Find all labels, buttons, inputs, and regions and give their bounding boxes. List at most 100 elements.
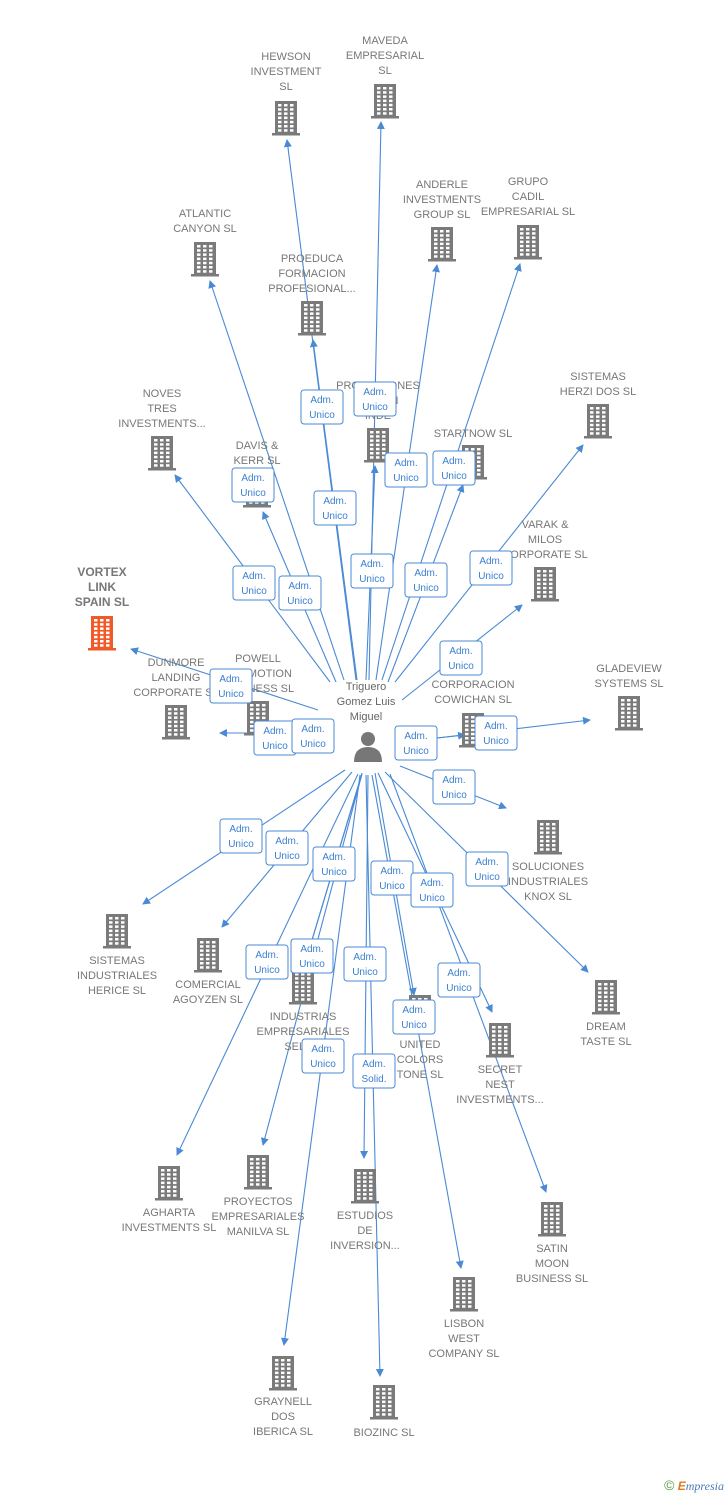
role-badge[interactable]: Adm.Unico — [343, 946, 387, 982]
role-badge-text: Unico — [483, 736, 509, 747]
role-badge-text: Unico — [240, 488, 266, 499]
role-badge[interactable]: Adm.Unico — [353, 381, 397, 417]
company-label-line: POWELL — [235, 653, 281, 665]
company-label-line: AGOYZEN SL — [173, 994, 243, 1006]
role-badge[interactable]: Adm.Unico — [278, 575, 322, 611]
company-label-line: TONE SL — [397, 1069, 444, 1081]
role-badge-text: Adm. — [447, 968, 470, 979]
person-name-line: Gomez Luis — [337, 696, 396, 708]
role-badge[interactable]: Adm.Unico — [290, 938, 334, 974]
role-badge[interactable]: Adm.Unico — [232, 565, 276, 601]
role-badge[interactable]: Adm.Unico — [394, 725, 438, 761]
company-label-line: ESTUDIOS — [337, 1210, 393, 1222]
building-icon — [534, 820, 562, 855]
role-badge[interactable]: Adm.Unico — [392, 999, 436, 1035]
role-badge[interactable]: Adm.Unico — [384, 452, 428, 488]
role-badge[interactable]: Adm.Solid. — [352, 1053, 396, 1089]
company-label-line: SECRET — [478, 1064, 523, 1076]
building-icon — [514, 225, 542, 260]
role-badge-text: Adm. — [229, 824, 252, 835]
company-label-line: GRAYNELL — [254, 1396, 312, 1408]
building-icon — [269, 1356, 297, 1391]
company-label-line: FORMACION — [278, 268, 345, 280]
role-badge[interactable]: Adm.Unico — [465, 851, 509, 887]
company-label-line: HEWSON — [261, 51, 311, 63]
company-label-line: WEST — [448, 1333, 480, 1345]
company-label-line: DAVIS & — [236, 440, 279, 452]
company-label-line: HERICE SL — [88, 985, 146, 997]
role-badge[interactable]: Adm.Unico — [432, 450, 476, 486]
role-badge[interactable]: Adm.Unico — [439, 640, 483, 676]
role-badge[interactable]: Adm.Unico — [265, 830, 309, 866]
role-badge[interactable]: Adm.Unico — [300, 389, 344, 425]
role-badge[interactable]: Adm.Unico — [474, 715, 518, 751]
role-badge[interactable]: Adm.Unico — [370, 860, 414, 896]
company-label-line: CORPORATE SL — [502, 549, 587, 561]
building-icon — [88, 616, 116, 651]
role-badge[interactable]: Adm.Unico — [410, 872, 454, 908]
role-badge-text: Adm. — [404, 731, 427, 742]
role-badge-text: Unico — [478, 571, 504, 582]
role-badge[interactable]: Adm.Unico — [301, 1038, 345, 1074]
company-node-biozinc[interactable]: BIOZINC SL — [353, 1385, 415, 1439]
role-badge[interactable]: Adm.Unico — [312, 846, 356, 882]
role-badge[interactable]: Adm. Unico — [437, 962, 481, 998]
role-badge[interactable]: Adm.Unico — [231, 467, 275, 503]
role-badge-text: Unico — [254, 965, 280, 976]
edge-labels-layer: Adm.UnicoAdm.UnicoAdm.UnicoAdm.UnicoAdm.… — [209, 381, 518, 1089]
role-badge[interactable]: Adm.Unico — [432, 769, 476, 805]
company-node-seldo[interactable]: INDUSTRIASEMPRESARIALESSELDO — [257, 970, 350, 1053]
role-badge[interactable]: Adm.Unico — [245, 944, 289, 980]
role-badge[interactable]: Adm.Unico — [469, 550, 513, 586]
role-badge-text: Unico — [300, 739, 326, 750]
company-label-line: STARTNOW SL — [434, 428, 512, 440]
role-badge[interactable]: Adm.Unico — [404, 562, 448, 598]
company-label: STARTNOW SL — [434, 428, 512, 440]
company-label-line: INVESTMENT — [251, 66, 322, 78]
role-badge[interactable]: Adm.Unico — [313, 490, 357, 526]
building-icon — [538, 1202, 566, 1237]
company-label-line: EMPRESARIALES — [257, 1026, 350, 1038]
role-badge[interactable]: Adm.Unico — [291, 718, 335, 754]
role-badge[interactable]: Adm.Unico — [253, 720, 297, 756]
role-badge[interactable]: Adm.Unico — [219, 818, 263, 854]
role-badge-text: Unico — [446, 983, 472, 994]
role-badge[interactable]: Adm.Unico — [209, 668, 253, 704]
role-badge-text: Unico — [218, 689, 244, 700]
person-name-line: Miguel — [350, 711, 382, 723]
company-label-line: DOS — [271, 1411, 295, 1423]
role-badge[interactable]: Adm.Unico — [350, 553, 394, 589]
brand-name: mpresia — [685, 1479, 724, 1493]
